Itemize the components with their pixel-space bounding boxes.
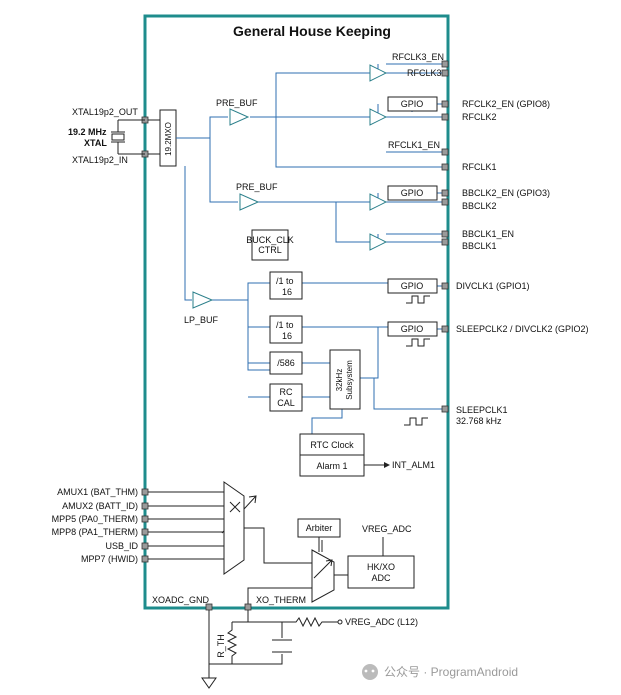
- crystal-symbol: [111, 119, 145, 155]
- divclk1-wave-icon: [406, 295, 430, 304]
- amux-wiring: [148, 491, 384, 605]
- right-pins: [441, 60, 449, 413]
- bbclk2-gpio-label: GPIO: [401, 188, 424, 198]
- amux-input-1: AMUX1 (BAT_THM): [57, 487, 138, 497]
- subsystem-label-2: Subsystem: [345, 360, 354, 400]
- pre-buf-1: [229, 108, 250, 126]
- rtc-clock-label: RTC Clock: [310, 440, 354, 450]
- amux-input-3: MPP5 (PA0_THERM): [52, 514, 138, 524]
- thermistor-circuit: [201, 610, 343, 689]
- rc-cal-block: [269, 383, 303, 412]
- amux-input-5: USB_ID: [105, 541, 138, 551]
- hkxo-label-2: ADC: [371, 573, 391, 583]
- sleepclk2-gpio-box: [387, 321, 438, 337]
- lp-buf-label: LP_BUF: [184, 315, 219, 325]
- hkxo-label-1: HK/XO: [367, 562, 395, 572]
- rfclk3-en-label: RFCLK3_EN: [392, 52, 444, 62]
- vreg-adc-l12-label: VREG_ADC (L12): [345, 617, 418, 627]
- rfclk1-label: RFCLK1: [462, 162, 497, 172]
- sleepclk1-label: SLEEPCLK1: [456, 405, 508, 415]
- rth-resistor: [226, 622, 238, 664]
- hkxo-adc-block: [347, 555, 415, 589]
- series-resistor: [282, 616, 338, 628]
- amux-input-6: MPP7 (HWID): [81, 554, 138, 564]
- divider-a-label-2: 16: [282, 287, 292, 297]
- amux-mux: [223, 481, 245, 575]
- rfclk2-gpio-box: [387, 96, 438, 112]
- bbclk1-en-label: BBCLK1_EN: [462, 229, 514, 239]
- rfclk2-en-label: RFCLK2_EN (GPIO8): [462, 99, 550, 109]
- pre-buf-2-label: PRE_BUF: [236, 182, 278, 192]
- int-alm-label: INT_ALM1: [392, 460, 435, 470]
- bbclk2-en-label: BBCLK2_EN (GPIO3): [462, 188, 550, 198]
- sleepclk2-wave-icon: [406, 338, 430, 347]
- divclk1-gpio-label: GPIO: [401, 281, 424, 291]
- buck-clk-label: BUCK_CLK: [246, 235, 294, 245]
- vreg-node-icon: [337, 619, 343, 625]
- alarm-label: Alarm 1: [316, 461, 347, 471]
- vreg-adc-label: VREG_ADC: [362, 524, 412, 534]
- arbiter-label: Arbiter: [306, 523, 333, 533]
- xtal-name-label: XTAL: [84, 138, 107, 148]
- xo-therm-pin: [244, 603, 252, 611]
- sleepclk1-wave-icon: [404, 417, 428, 426]
- xtal-freq-label: 19.2 MHz: [68, 127, 107, 137]
- xo-19p2-label: 19.2MXO: [164, 122, 173, 156]
- rfclk1-en-label: RFCLK1_EN: [388, 140, 440, 150]
- buck-clk-ctrl-block: [251, 229, 289, 261]
- pre-buf-1-label: PRE_BUF: [216, 98, 258, 108]
- divider-586-block: [269, 351, 303, 375]
- divider-a-block: [269, 271, 303, 300]
- int-alm-arrow-icon: [384, 462, 390, 468]
- divider-b-label-2: 16: [282, 331, 292, 341]
- subsystem-label-1: 32kHz: [335, 369, 344, 392]
- rfclk3-label: RFCLK3: [407, 68, 442, 78]
- amux-input-4: MPP8 (PA1_THERM): [52, 527, 138, 537]
- rc-cal-label-2: CAL: [277, 398, 295, 408]
- rc-cal-label-1: RC: [280, 387, 293, 397]
- pre-buf-2: [239, 193, 260, 211]
- lp-buf: [192, 291, 214, 309]
- housekeeping-border: [143, 14, 450, 610]
- divider-b-label-1: /1 to: [276, 320, 294, 330]
- rfclk2-gpio-label: GPIO: [401, 99, 424, 109]
- xtal-out-label: XTAL19p2_OUT: [72, 107, 138, 117]
- sleepclk1-freq-label: 32.768 kHz: [456, 416, 502, 426]
- bbclk1-label: BBCLK1: [462, 241, 497, 251]
- bbclk2-label: BBCLK2: [462, 201, 497, 211]
- divclk1-label: DIVCLK1 (GPIO1): [456, 281, 530, 291]
- divider-a-label-1: /1 to: [276, 276, 294, 286]
- amux-x-icon: [229, 501, 241, 513]
- diagram-title: General House Keeping: [233, 23, 391, 39]
- divider-b-block: [269, 315, 303, 344]
- sleepclk2-label: SLEEPCLK2 / DIVCLK2 (GPIO2): [456, 324, 589, 334]
- amux-input-2: AMUX2 (BATT_ID): [62, 501, 138, 511]
- buck-ctrl-label: CTRL: [258, 245, 282, 255]
- subsystem-32khz-block: [329, 349, 361, 410]
- bbclk2-gpio-box: [387, 185, 438, 201]
- divider-586-label: /586: [277, 358, 295, 368]
- ground-icon: [201, 677, 217, 689]
- wechat-icon: [362, 664, 378, 680]
- watermark: 公众号 · ProgramAndroid: [362, 664, 518, 680]
- sleepclk2-gpio-label: GPIO: [401, 324, 424, 334]
- xo-therm-label: XO_THERM: [256, 595, 306, 605]
- rth-label: R_TH: [216, 634, 226, 658]
- adc-mux-arrow-icon: [313, 559, 333, 579]
- xoadc-gnd-label: XOADC_GND: [152, 595, 210, 605]
- xtal-in-label: XTAL19p2_IN: [72, 155, 128, 165]
- divclk1-gpio-box: [387, 278, 438, 294]
- rfclk2-label: RFCLK2: [462, 112, 497, 122]
- watermark-text: 公众号 · ProgramAndroid: [384, 665, 518, 679]
